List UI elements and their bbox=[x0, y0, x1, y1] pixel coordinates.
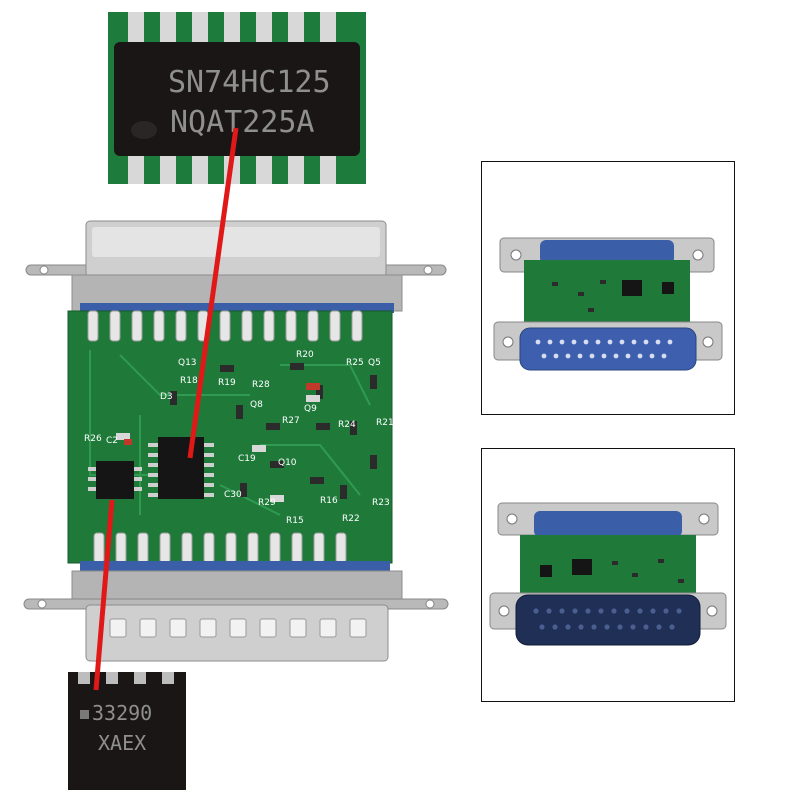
silkscreen-label: Q8 bbox=[250, 400, 263, 410]
silkscreen-label: R27 bbox=[282, 416, 300, 426]
silkscreen-label: R21 bbox=[376, 418, 394, 428]
silkscreen-label: R24 bbox=[338, 420, 356, 430]
silkscreen-label: R22 bbox=[342, 514, 360, 524]
silkscreen-label: R28 bbox=[252, 380, 270, 390]
silkscreen-label: Q9 bbox=[304, 404, 317, 414]
side-view-bottom-image bbox=[489, 502, 727, 646]
arrow-top-chip bbox=[187, 127, 239, 459]
side-view-top-image bbox=[493, 237, 723, 371]
bottom-chip-line2: XAEX bbox=[98, 731, 146, 755]
bottom-chip-line1: 33290 bbox=[92, 701, 152, 725]
silkscreen-label: C2 bbox=[106, 436, 118, 446]
silkscreen-label: R25 bbox=[346, 358, 364, 368]
chip-zoom-bottom: 33290 XAEX bbox=[68, 672, 186, 790]
chip-zoom-top: SN74HC125 NQAT225A bbox=[108, 12, 366, 184]
silkscreen-label: C19 bbox=[238, 454, 256, 464]
silkscreen-label: R23 bbox=[372, 498, 390, 508]
silkscreen-label: R15 bbox=[286, 516, 304, 526]
chip-zoom-top-image: SN74HC125 NQAT225A bbox=[108, 12, 366, 184]
silkscreen-label: R19 bbox=[218, 378, 236, 388]
arrow-bottom-chip bbox=[93, 499, 115, 691]
silkscreen-label: D3 bbox=[160, 392, 173, 402]
silkscreen-label: R16 bbox=[320, 496, 338, 506]
silkscreen-label: R29 bbox=[258, 498, 276, 508]
silkscreen-label: R26 bbox=[84, 434, 102, 444]
silkscreen-label: R20 bbox=[296, 350, 314, 360]
silkscreen-label: Q13 bbox=[178, 358, 197, 368]
side-view-bottom-frame bbox=[481, 448, 735, 702]
silkscreen-label: R18 bbox=[180, 376, 198, 386]
side-view-top-frame bbox=[481, 161, 735, 415]
silkscreen-label: Q5 bbox=[368, 358, 381, 368]
silkscreen-label: Q10 bbox=[278, 458, 297, 468]
silkscreen-label: C30 bbox=[224, 490, 242, 500]
top-chip-line1: SN74HC125 bbox=[168, 65, 331, 100]
top-chip-line2: NQAT225A bbox=[170, 105, 315, 140]
chip-zoom-bottom-image: 33290 XAEX bbox=[68, 672, 186, 790]
